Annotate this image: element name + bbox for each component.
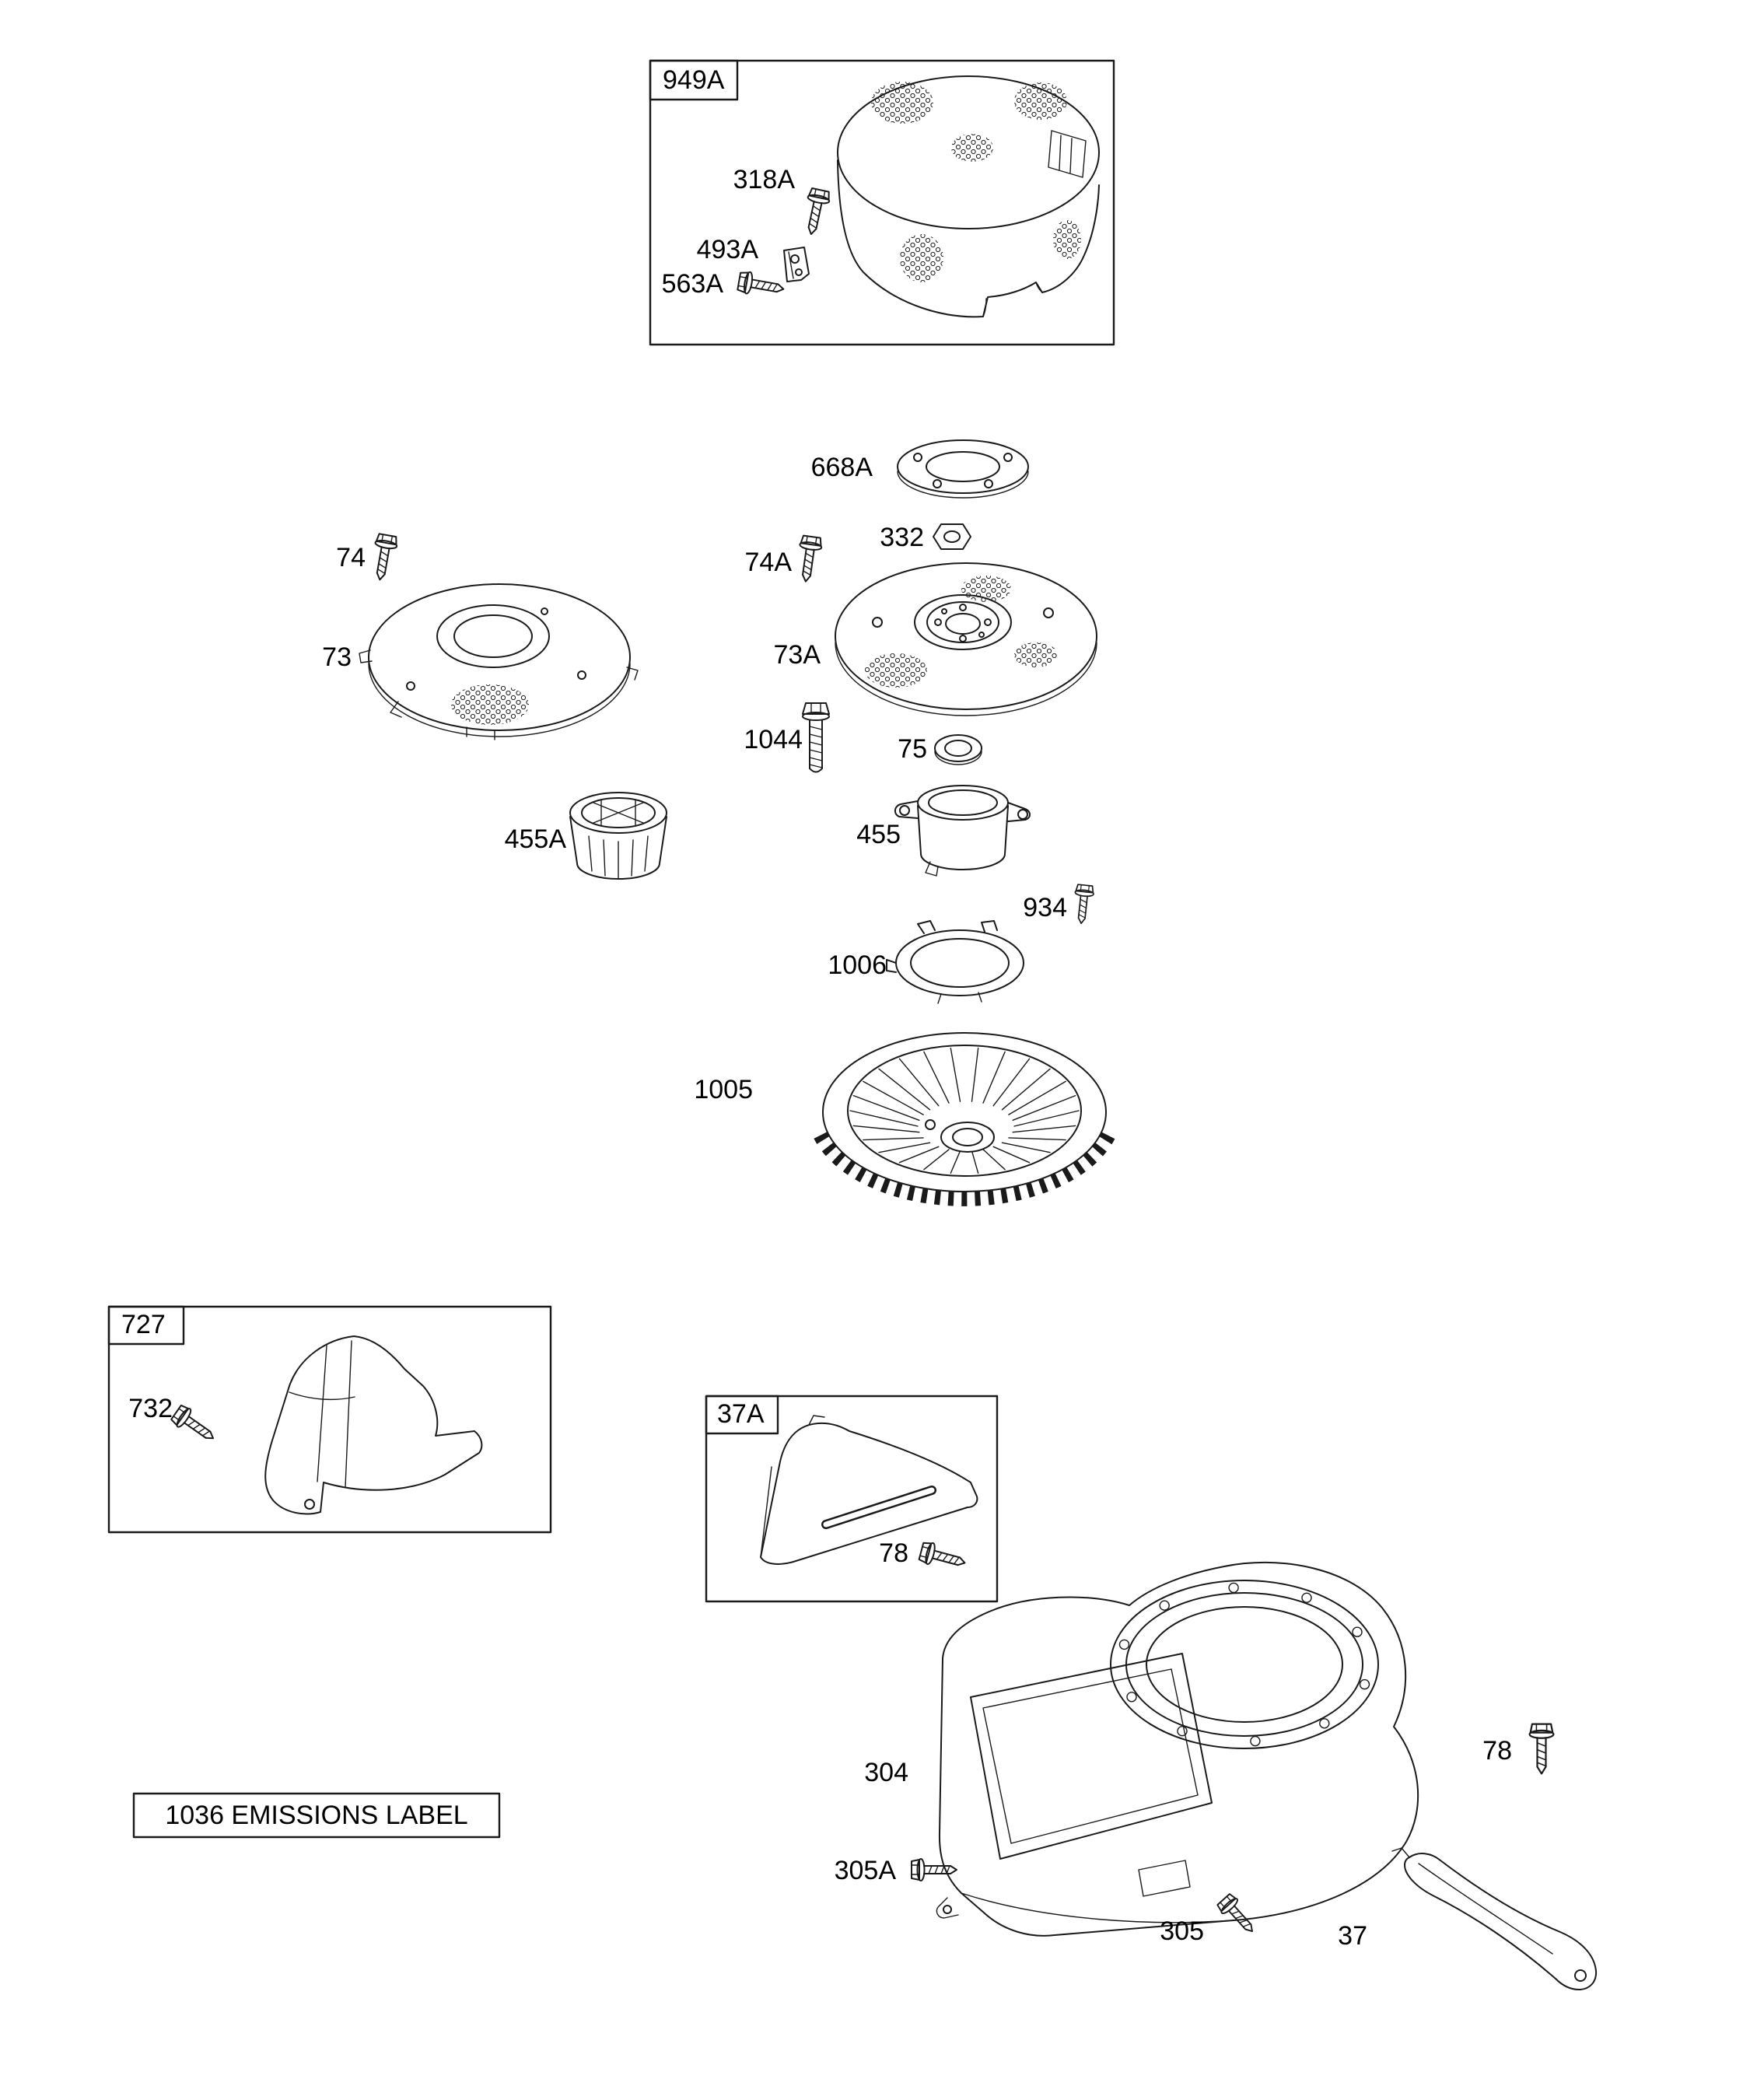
part-fan-retainer-1006 (886, 920, 1024, 1004)
part-rotating-screen-73 (359, 583, 639, 740)
part-screw-732 (169, 1402, 221, 1448)
part-screw-78-baffle (917, 1539, 969, 1574)
box-949A-label-frame (649, 59, 739, 101)
group-blower-housing-949A: 949A 318A 493A 563A (649, 59, 1115, 346)
part-starter-cup-455A (569, 792, 667, 880)
callout-455A: 455A (505, 824, 567, 854)
part-bolt-1044 (802, 702, 830, 773)
part-ring-668A (897, 439, 1029, 499)
ring-bolt-holes (1118, 1582, 1370, 1747)
part-screw-74 (368, 532, 400, 583)
part-flywheel-cup-455 (894, 785, 1031, 877)
callout-949A: 949A (663, 65, 725, 95)
part-guard-bracket-37 (1391, 1847, 1598, 1990)
emissions-label-box: 1036 EMISSIONS LABEL (132, 1792, 501, 1839)
callout-74: 74 (336, 543, 366, 572)
part-flywheel-fan-1005 (814, 1032, 1115, 1206)
callout-304: 304 (864, 1758, 908, 1787)
callout-732: 732 (128, 1394, 173, 1423)
part-blower-housing-cover-949A (837, 75, 1100, 318)
callout-1005: 1005 (694, 1075, 753, 1104)
callout-37A: 37A (717, 1399, 765, 1429)
part-baffle-plate (760, 1415, 978, 1565)
callout-455: 455 (856, 820, 901, 849)
part-screw-78-housing (1528, 1723, 1555, 1775)
box-727-frame (107, 1305, 552, 1534)
callout-563A: 563A (662, 269, 724, 299)
callout-668A: 668A (811, 453, 873, 482)
part-screw-563A (736, 269, 786, 301)
callout-305A: 305A (835, 1856, 897, 1885)
callout-74A: 74A (745, 548, 793, 577)
box-37A-label-frame (705, 1395, 779, 1435)
part-washer-75 (934, 734, 982, 765)
callout-78-baffle: 78 (879, 1538, 908, 1568)
part-blower-housing-304 (936, 1561, 1419, 1937)
box-949A-frame (649, 59, 1115, 346)
part-screw-934 (1071, 884, 1095, 926)
part-cylinder-shield (264, 1335, 483, 1515)
callout-78-housing: 78 (1482, 1736, 1512, 1766)
callout-934: 934 (1023, 893, 1067, 922)
part-nut-332 (933, 523, 971, 550)
part-rotating-screen-73A (835, 562, 1097, 716)
callout-75: 75 (898, 734, 927, 764)
group-cylinder-shield-727: 727 732 (107, 1305, 552, 1534)
callout-493A: 493A (697, 235, 759, 264)
callout-73A: 73A (774, 640, 821, 670)
callout-318A: 318A (733, 165, 796, 194)
part-screw-74A (794, 534, 824, 584)
callout-emissions-label: 1036 EMISSIONS LABEL (165, 1801, 467, 1830)
part-screw-318A (800, 187, 832, 237)
callout-73: 73 (322, 642, 352, 672)
box-37A-frame (705, 1395, 999, 1603)
callout-1044: 1044 (744, 725, 803, 754)
box-727-label-frame (107, 1305, 185, 1346)
part-screw-305 (1215, 1892, 1261, 1939)
callout-1006: 1006 (828, 950, 887, 980)
part-bracket-493A (783, 247, 810, 282)
group-baffle-37A: 37A 78 (705, 1395, 999, 1603)
callout-37: 37 (1338, 1921, 1367, 1951)
flywheel-fins (849, 1047, 1080, 1174)
callout-332: 332 (880, 523, 924, 552)
callout-727: 727 (121, 1310, 166, 1339)
callout-305: 305 (1160, 1916, 1204, 1946)
